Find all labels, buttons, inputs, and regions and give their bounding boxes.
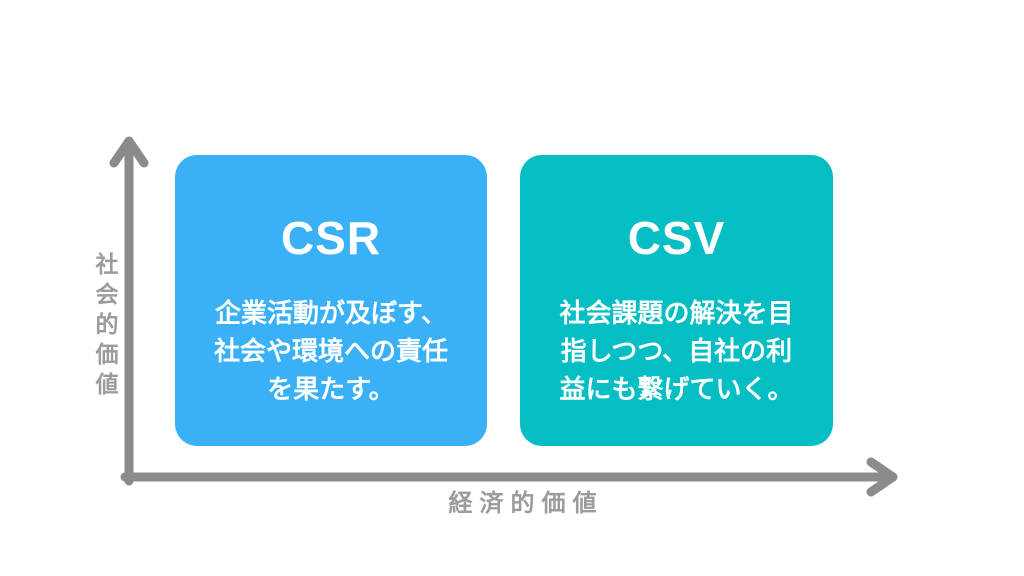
y-axis-arrow <box>109 136 149 486</box>
csr-description-line: 社会や環境への責任 <box>213 336 448 366</box>
csr-description-line: 企業活動が及ぼす、 <box>215 298 447 328</box>
csv-box: CSV 社会課題の解決を目 指しつつ、自社の利 益にも繋げていく。 <box>520 155 833 446</box>
y-axis-label: 社会的価値 <box>92 252 118 402</box>
x-axis-arrow <box>120 457 898 497</box>
x-axis-label: 経済的価値 <box>448 490 604 517</box>
csv-description-line: 社会課題の解決を目 <box>559 298 794 328</box>
csr-description: 企業活動が及ぼす、 社会や環境への責任 を果たす。 <box>214 294 448 408</box>
csv-description-line: 益にも繋げていく。 <box>559 374 794 404</box>
csr-description-line: を果たす。 <box>267 374 395 404</box>
csv-description: 社会課題の解決を目 指しつつ、自社の利 益にも繋げていく。 <box>559 294 793 408</box>
csr-title: CSR <box>280 212 382 264</box>
csr-box: CSR 企業活動が及ぼす、 社会や環境への責任 を果たす。 <box>175 155 487 446</box>
csv-description-line: 指しつつ、自社の利 <box>560 336 793 366</box>
csv-title: CSV <box>627 212 726 264</box>
